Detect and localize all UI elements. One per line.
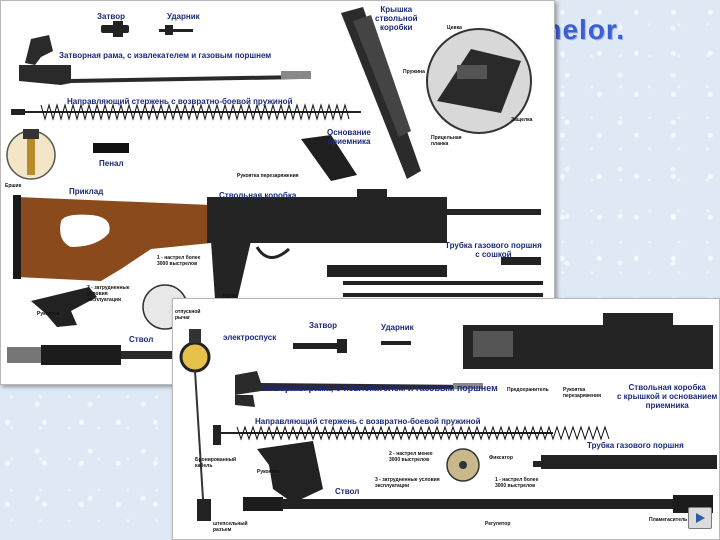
guide-rod-part-b (213, 425, 609, 445)
label-reload-handle: Рукоятка перезаряжения (237, 173, 299, 179)
label-butt: Приклад (69, 187, 103, 196)
electric-trigger-part (181, 329, 211, 521)
label-inset-2: Пружина (403, 69, 425, 75)
label-gas-tube: Трубка газового поршня с сошкой (445, 241, 542, 259)
label-bolt-b: Затвор (309, 321, 337, 330)
label-firing-pin: Ударник (167, 12, 200, 21)
label-receiver-b: Ствольная коробка с крышкой и основанием… (617, 383, 717, 410)
label-regulator: Регулятор (485, 521, 510, 527)
label-guide-rod-b: Направляющий стержень с возвратно-боевой… (255, 417, 480, 426)
label-electric-trigger: электроспуск (223, 333, 276, 342)
label-gas-reg-1: 1 - настрел более 3000 выстрелов (157, 255, 200, 267)
barrel-part-b (243, 495, 713, 513)
play-right-icon (694, 512, 706, 524)
label-latch: Фиксатор (489, 455, 513, 461)
brush-inset (7, 129, 55, 179)
label-inset-1: Цевка (447, 25, 462, 31)
receiver-cover-part (341, 7, 421, 179)
bolt-carrier-part (19, 35, 311, 85)
disassembly-diagram-bottom: отпускной рычаг электроспуск Затвор Удар… (172, 298, 720, 540)
label-connector: штепсельный разъем (213, 521, 248, 533)
bolt-part-b (293, 339, 411, 353)
label-inset-3: Защелка (511, 117, 532, 123)
label-bolt-carrier-b: Затворная рама, с извлекателем и газовым… (259, 383, 498, 393)
label-firing-pin-b: Ударник (381, 323, 414, 332)
label-barrel-b: Ствол (335, 487, 359, 496)
case-part (93, 143, 129, 153)
label-armored-cable: Бронированный кабель (195, 457, 236, 469)
label-release-lever: отпускной рычаг (175, 309, 201, 321)
gas-tube-part-b (533, 455, 717, 469)
label-gas-reg-1-b: 1 - настрел более 3000 выстрелов (495, 477, 538, 489)
label-receiver-cover: Крышка ствольной коробки (375, 5, 418, 32)
label-brush: Ершик (5, 183, 21, 189)
label-handle-b: Рукоятка (257, 469, 279, 475)
next-slide-button[interactable] (688, 507, 712, 529)
label-fuse: Предохранитель (507, 387, 549, 393)
bolt-part (101, 21, 193, 37)
label-bolt: Затвор (97, 12, 125, 21)
label-reload-handle-b: Рукоятка перезаряжения (563, 387, 601, 399)
label-gas-tube-b: Трубка газового поршня (587, 441, 684, 450)
label-guide-rod: Направляющий стержень с возвратно-боевой… (67, 97, 292, 106)
label-case: Пенал (99, 159, 124, 168)
label-gas-reg-3: 3 - затрудненные условия эксплуатации (87, 285, 130, 303)
label-gas-reg-2-b: 2 - настрел менее 3000 выстрелов (389, 451, 433, 463)
label-inset-4: Прицельная планка (431, 135, 462, 147)
label-bolt-carrier: Затворная рама, с извлекателем и газовым… (59, 51, 271, 60)
label-handle: Рукоятка (37, 311, 59, 317)
regulator-part (447, 449, 479, 481)
gas-tube-part (327, 257, 543, 297)
label-flash-hider: Пламегаситель (649, 517, 687, 523)
label-gas-reg-3-b: 3 - затрудненные условия эксплуатации (375, 477, 440, 489)
barrel-part (7, 345, 181, 365)
label-barrel: Ствол (129, 335, 153, 344)
label-receiver: Ствольная коробка (219, 191, 296, 200)
stock-part (13, 195, 211, 281)
label-feed-base: Основание приемника (327, 128, 371, 146)
receiver-part-b (463, 313, 713, 369)
guide-rod-part (11, 105, 361, 119)
